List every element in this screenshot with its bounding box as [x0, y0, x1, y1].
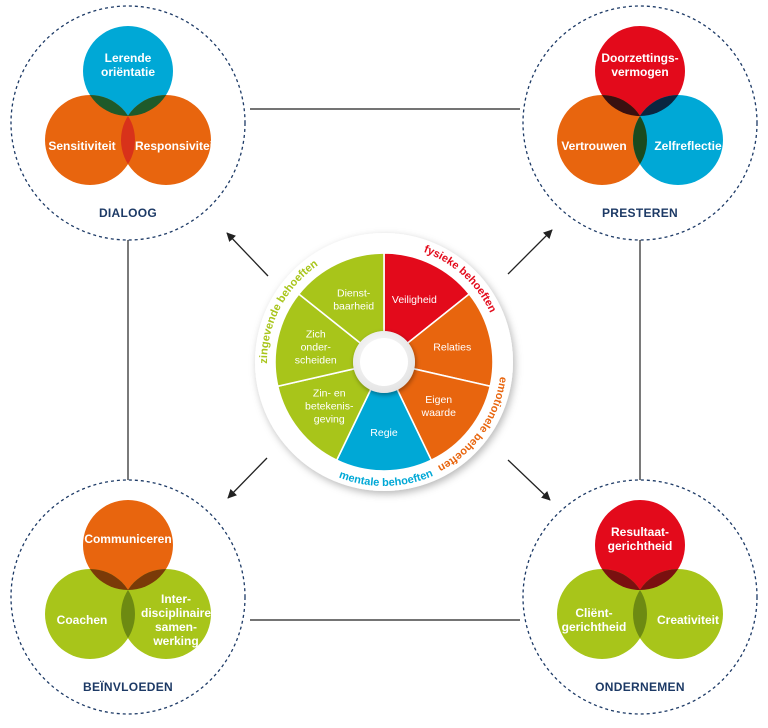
wheel-segment-label: Dienst-baarheid [333, 287, 374, 312]
arrow-to-ondernemen [507, 459, 551, 501]
venn-label-right: Responsiviteit [135, 139, 217, 153]
venn-label-top: Communiceren [84, 532, 171, 546]
wheel-segments [274, 252, 494, 472]
venn-label-right: Creativiteit [657, 613, 719, 627]
cluster-title: ONDERNEMEN [595, 680, 685, 694]
venn-circle-left [45, 95, 135, 185]
venn-circle-right [121, 95, 211, 185]
venn-circle-right [633, 95, 723, 185]
arrow-to-dialoog [226, 232, 269, 277]
venn-label-left: Sensitiviteit [48, 139, 115, 153]
venn-circle-top [83, 500, 173, 590]
venn-circle-left [45, 569, 135, 659]
venn-circle-top [595, 26, 685, 116]
venn-circle-top [83, 26, 173, 116]
venn-label-left: Vertrouwen [561, 139, 626, 153]
cluster-connectors [127, 108, 641, 621]
venn-circle-right [633, 569, 723, 659]
wheel-segment-label: Relaties [433, 341, 471, 353]
arrows [226, 229, 553, 501]
wheel-center-inner [360, 338, 408, 386]
cluster-title: DIALOOG [99, 206, 157, 220]
venn-circle-left [557, 569, 647, 659]
venn-label-top: Resultaat-gerichtheid [608, 525, 673, 553]
venn-label-right: Zelfreflectie [654, 139, 722, 153]
arrow-to-beinvloeden [227, 457, 268, 499]
venn-circle-right [121, 569, 211, 659]
venn-label-left: Coachen [57, 613, 108, 627]
cluster-title: PRESTEREN [602, 206, 678, 220]
wheel-segment-label: Veiligheid [392, 294, 437, 306]
venn-label-left: Cliënt-gerichtheid [562, 606, 627, 634]
venn-circle-left [557, 95, 647, 185]
venn-circle-top [595, 500, 685, 590]
wheel-segment-label: Regie [370, 427, 398, 439]
venn-label-top: Doorzettings-vermogen [601, 51, 678, 79]
cluster-title: BEÏNVLOEDEN [83, 679, 173, 694]
arrow-to-presteren [507, 229, 553, 275]
